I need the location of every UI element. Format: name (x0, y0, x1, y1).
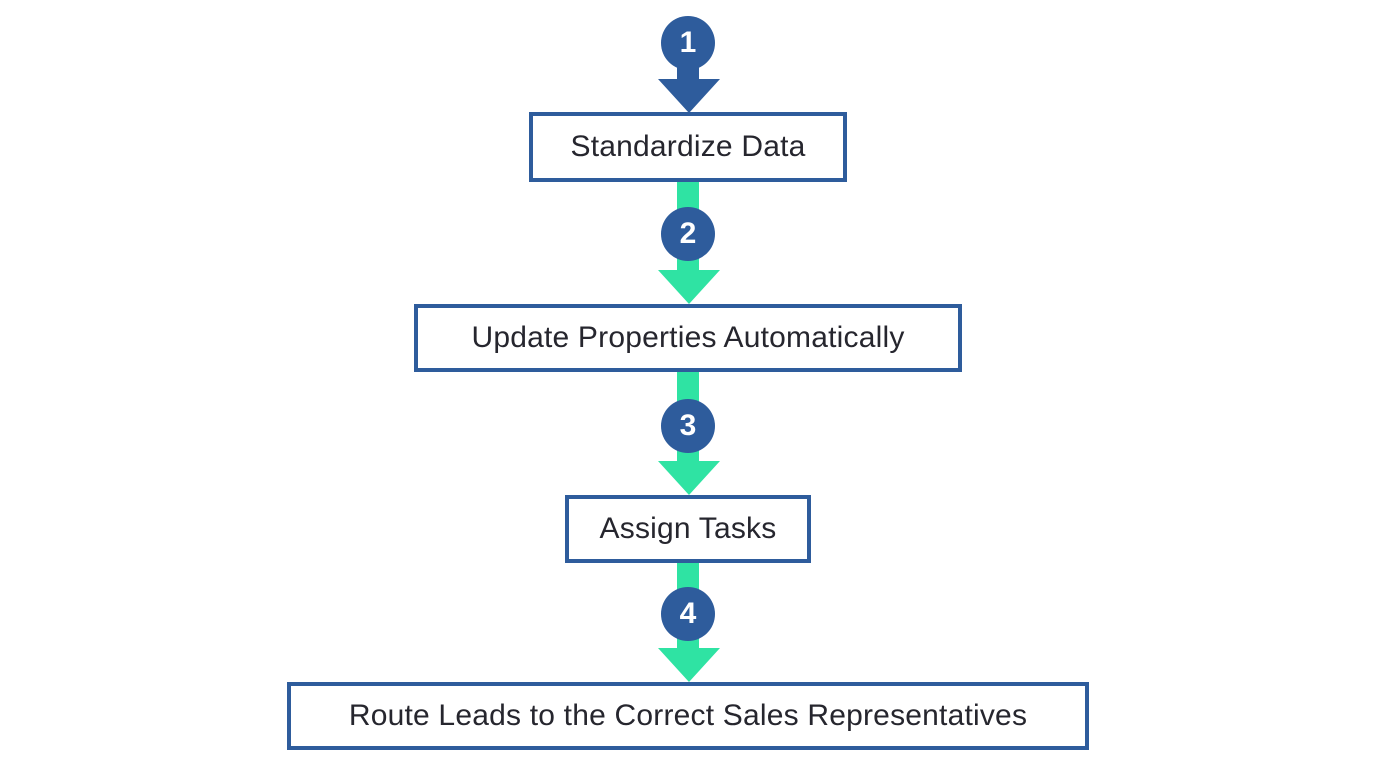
step-2-label: Update Properties Automatically (471, 321, 905, 354)
arrow-head-down-icon (658, 648, 720, 682)
step-3-number-badge: 3 (661, 399, 715, 453)
step-3-box: Assign Tasks (565, 495, 811, 563)
step-4-box: Route Leads to the Correct Sales Represe… (287, 682, 1089, 750)
step-1-number: 1 (679, 26, 697, 59)
step-4-number-badge: 4 (661, 587, 715, 641)
step-2-number: 2 (679, 217, 697, 250)
step-2-number-badge: 2 (661, 207, 715, 261)
step-2-box: Update Properties Automatically (414, 304, 962, 372)
step-3-number: 3 (679, 409, 697, 442)
arrow-head-down-icon (658, 461, 720, 495)
step-1-box: Standardize Data (529, 112, 847, 182)
arrow-head-down-icon (658, 270, 720, 304)
step-4-number: 4 (679, 597, 697, 630)
arrow-head-down-icon (658, 79, 720, 113)
step-1-label: Standardize Data (570, 130, 806, 163)
step-3-label: Assign Tasks (599, 512, 777, 545)
step-1-number-badge: 1 (661, 16, 715, 70)
step-4-label: Route Leads to the Correct Sales Represe… (348, 699, 1028, 732)
